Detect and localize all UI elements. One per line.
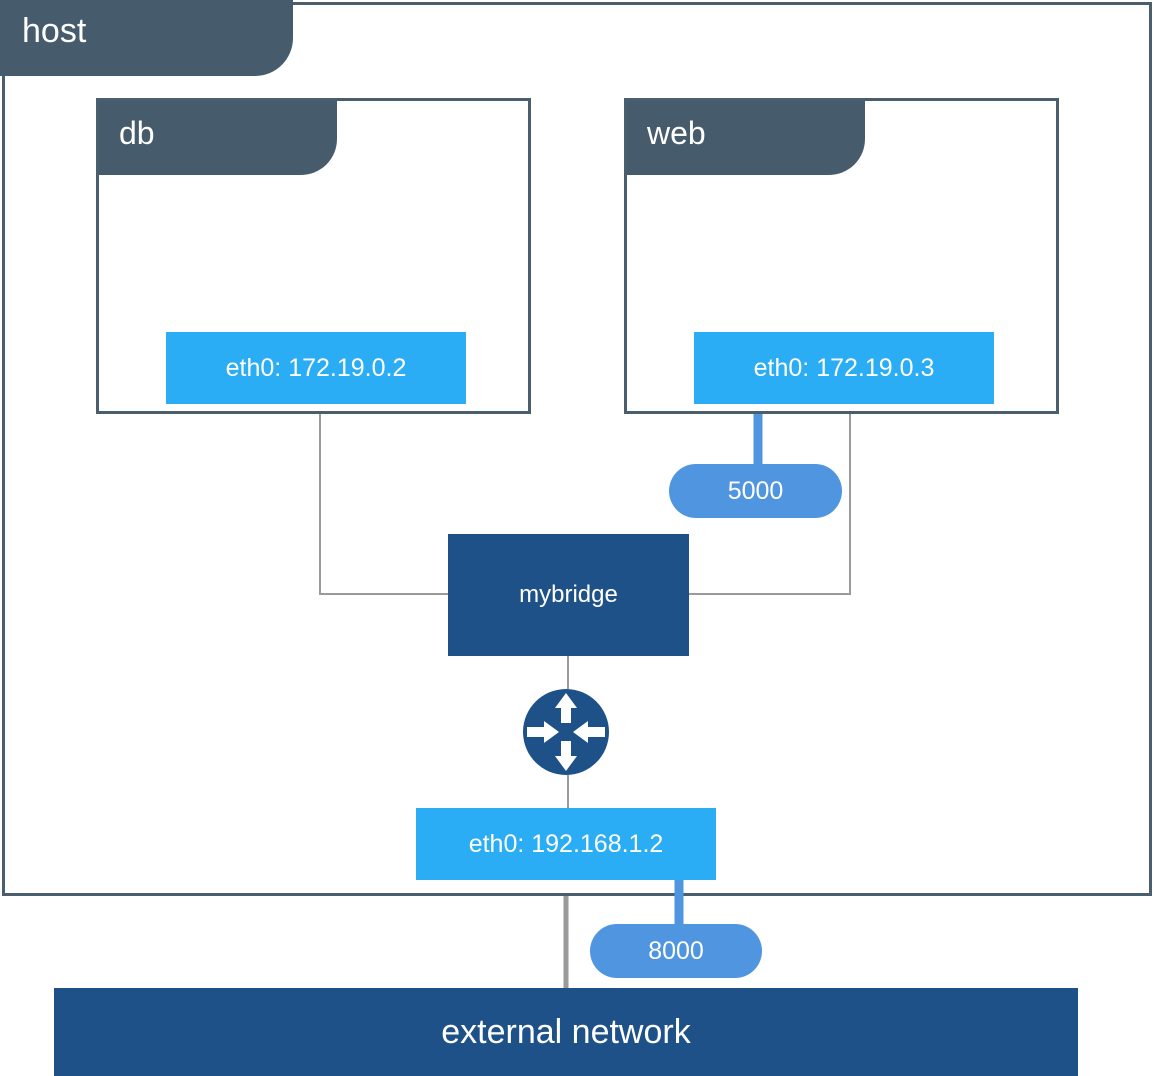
- host-port: 8000: [590, 924, 762, 978]
- db-label: db: [99, 101, 337, 175]
- external-network: external network: [54, 988, 1078, 1076]
- web-label: web: [627, 101, 865, 175]
- bridge-network: mybridge: [448, 534, 689, 656]
- web-interface: eth0: 172.19.0.3: [694, 332, 994, 404]
- router-icon: [523, 689, 609, 775]
- web-port: 5000: [669, 464, 842, 518]
- host-interface: eth0: 192.168.1.2: [416, 808, 716, 880]
- db-interface: eth0: 172.19.0.2: [166, 332, 466, 404]
- host-label: host: [0, 0, 293, 76]
